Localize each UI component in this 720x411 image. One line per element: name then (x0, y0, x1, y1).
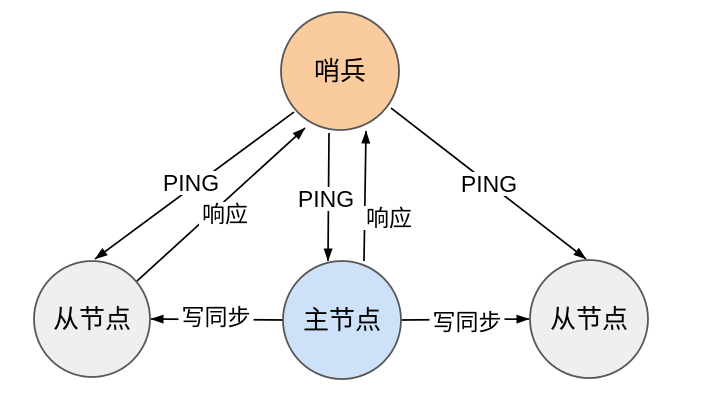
edge-resp-left-label: 响应 (202, 201, 248, 227)
edge-labels-layer: PING 响应 PING 响应 PING 写同步 写同步 (159, 170, 521, 335)
edge-resp-mid-arrow (361, 130, 371, 262)
edge-ping-left-label-bg (159, 171, 223, 195)
edge-ping-left-label: PING (163, 170, 219, 196)
node-master-circle (282, 260, 402, 380)
edge-sync-right-label-bg (429, 310, 505, 334)
node-slave-left: 从节点 (33, 260, 151, 378)
edge-resp-mid-label-bg (363, 206, 415, 230)
node-master: 主节点 (282, 260, 402, 380)
edge-ping-mid-label: PING (298, 186, 354, 212)
node-sentinel-circle (280, 11, 400, 131)
edge-resp-left-label-bg (199, 202, 251, 226)
edge-ping-mid-label-bg (294, 187, 358, 211)
node-slave-left-circle (33, 260, 151, 378)
edge-sync-right-label: 写同步 (433, 309, 502, 335)
node-master-label: 主节点 (303, 305, 381, 335)
node-slave-right-circle (529, 259, 649, 379)
edge-sync-left-label-bg (178, 305, 254, 329)
node-sentinel: 哨兵 (280, 11, 400, 131)
node-slave-right: 从节点 (529, 259, 649, 379)
edge-ping-right-label: PING (461, 171, 517, 197)
edge-sync-left-label: 写同步 (182, 304, 251, 330)
node-sentinel-label: 哨兵 (314, 56, 366, 86)
edge-ping-right-label-bg (457, 172, 521, 196)
node-slave-right-label: 从节点 (550, 304, 628, 334)
node-slave-left-label: 从节点 (53, 304, 131, 334)
edge-resp-mid-label: 响应 (366, 205, 412, 231)
